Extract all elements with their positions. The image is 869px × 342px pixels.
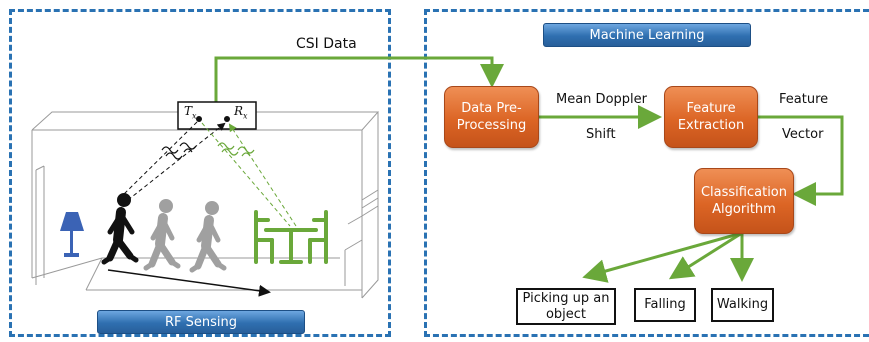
data-preprocessing-box: Data Pre-Processing (444, 86, 539, 148)
black-wave-glyphs (161, 142, 197, 160)
extraction-to-classification-arrow (758, 115, 844, 206)
walking-box: Walking (711, 288, 774, 322)
room-outline (31, 111, 380, 299)
ghost-person-icon (189, 201, 227, 273)
walking-path-arrow (107, 269, 271, 297)
walking-person-icon (101, 193, 139, 265)
falling-box: Falling (634, 288, 696, 322)
tx-to-table-path (201, 122, 291, 227)
rf-sensing-tag: RF Sensing (97, 310, 305, 334)
rf-sensing-panel (9, 9, 391, 337)
rx-antenna (224, 116, 230, 122)
csi-data-arrow (214, 56, 504, 103)
mean-doppler-label: Mean Doppler (556, 92, 647, 107)
green-wave-glyphs (217, 142, 255, 157)
table-to-rx-path (228, 123, 297, 227)
room-window (361, 189, 379, 217)
classification-to-falling-arrow (668, 231, 743, 280)
tx-label: Tx (184, 104, 197, 121)
tx-to-person-path (121, 121, 198, 197)
classification-to-picking-arrow (582, 231, 743, 283)
ghost-person-icon (143, 199, 181, 271)
csi-data-label: CSI Data (296, 36, 357, 52)
vector-label: Vector (782, 127, 824, 142)
machine-learning-panel (424, 9, 869, 337)
tx-antenna (196, 116, 202, 122)
lamp-icon (60, 212, 84, 257)
shift-label: Shift (586, 127, 616, 142)
person-to-rx-path (127, 122, 226, 201)
rx-label: Rx (234, 104, 248, 121)
machine-learning-tag: Machine Learning (543, 23, 751, 47)
table-and-chairs-icon (254, 210, 328, 264)
feature-label: Feature (779, 92, 829, 107)
